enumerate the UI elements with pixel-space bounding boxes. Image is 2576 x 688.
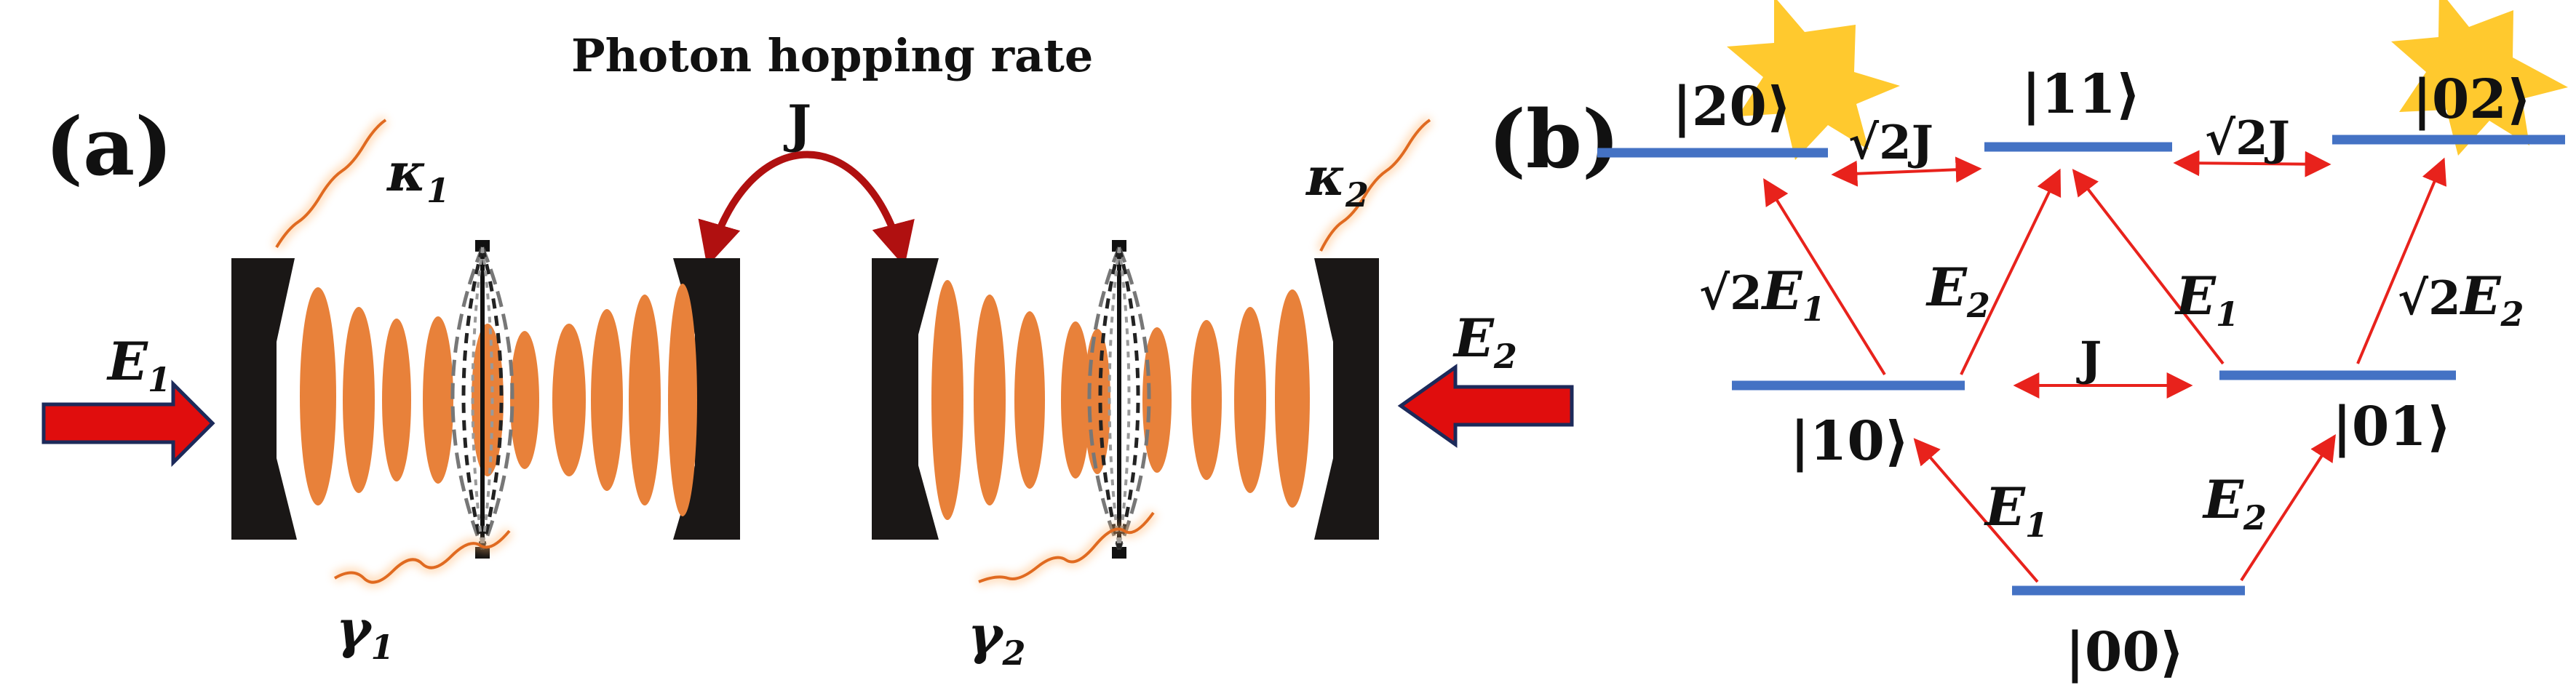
panel-a-label: (a) [45, 100, 172, 193]
kappa-1-wave [271, 116, 389, 250]
membrane-2 [1087, 240, 1151, 559]
cavity-1-right-mirror [673, 258, 740, 540]
drive-label-right: E2 [1452, 307, 1517, 376]
transition-label-r2: E2 [1925, 256, 1990, 325]
gamma-2-label: γ2 [968, 604, 1026, 673]
transition-label-r1: √2E1 [1699, 260, 1826, 329]
cavity-2-left-mirror [872, 258, 939, 540]
energy-levels [1597, 135, 2565, 596]
transition-10-to-20 [1763, 177, 1886, 376]
transition-label-r5: E1 [1984, 476, 2048, 545]
transition-label-r3: E1 [2174, 265, 2239, 334]
ket-11: |11⟩ [2022, 63, 2141, 126]
ket-20: |20⟩ [1672, 76, 1792, 138]
cavity-1-left-mirror [231, 258, 297, 540]
transition-01-to-02 [2356, 157, 2447, 364]
cavity-2-field [931, 280, 1310, 520]
coupling-label-middle: J [2076, 332, 2102, 386]
starburst-20 [1727, 0, 1900, 160]
ket-10: |10⟩ [1790, 410, 1909, 473]
coupling-label-top-right: √2J [2205, 111, 2290, 166]
ket-02: |02⟩ [2412, 68, 2532, 131]
kappa-1-label: κ1 [386, 141, 450, 210]
coupling-arrow-top-right [2173, 150, 2331, 177]
hopping-rate-title: Photon hopping rate [571, 29, 1093, 82]
transition-01-to-11 [2072, 169, 2225, 365]
transition-10-to-11 [1960, 168, 2062, 375]
kappa-2-wave [1316, 116, 1434, 254]
hopping-arrow [698, 151, 915, 267]
ket-00: |00⟩ [2065, 621, 2185, 684]
starburst-02 [2391, 0, 2568, 156]
gamma-1-label: γ1 [336, 598, 394, 667]
gamma-2-wave [977, 509, 1158, 587]
kappa-2-label: κ2 [1305, 145, 1369, 215]
coupling-label-top-left: √2J [1848, 116, 1933, 170]
transition-label-r6: E2 [2202, 468, 2267, 537]
drive-label-left: E1 [106, 330, 171, 399]
panel-b-label: (b) [1488, 92, 1620, 186]
cavity-1-field [300, 284, 697, 516]
hop-rate-symbol: J [783, 94, 811, 154]
transition-00-to-10 [1913, 438, 2039, 583]
gamma-1-wave [332, 527, 514, 588]
ket-01: |01⟩ [2332, 396, 2452, 458]
drive-arrow-right [1397, 364, 1574, 448]
membrane-1 [450, 240, 514, 559]
cavity-2-right-mirror [1314, 258, 1379, 540]
transition-label-r4: √2E2 [2398, 265, 2524, 334]
drive-arrow-left [41, 379, 215, 468]
transition-00-to-01 [2240, 433, 2336, 582]
coupling-arrow-top-left [1831, 156, 1982, 187]
